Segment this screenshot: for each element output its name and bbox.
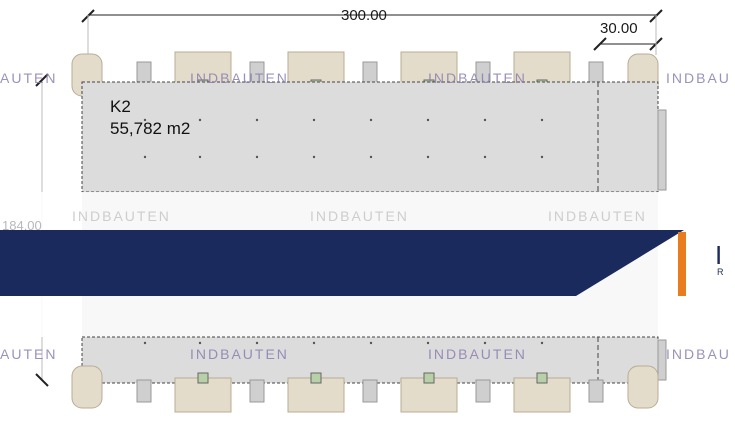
watermark-fragment: INDBAU [666, 70, 731, 86]
watermark-fragment: AUTEN [0, 346, 58, 362]
watermark-fragment: AUTEN [0, 70, 58, 86]
navy-banner [0, 230, 686, 296]
warehouse-hall-lower [81, 336, 659, 384]
watermark: INDBAUTEN [428, 346, 527, 362]
watermark-faded: INDBAUTEN [548, 208, 647, 224]
watermark-fragment: INDBAU [666, 346, 731, 362]
navy-banner-shape [0, 230, 684, 296]
dimension-total-length: 300.00 [341, 7, 387, 24]
column-grid-upper [143, 118, 544, 159]
loading-docks-bottom [136, 379, 604, 403]
column-grid-lower [143, 341, 544, 345]
unit-label: K2 55,782 m2 [110, 96, 190, 140]
watermark: INDBAUTEN [190, 70, 289, 86]
warehouse-hall-upper [81, 81, 659, 193]
banner-brand-initial: I [715, 240, 725, 270]
watermark-faded: INDBAUTEN [72, 208, 171, 224]
side-dock-right-lower [657, 339, 667, 381]
stair-cores-bottom [71, 365, 659, 413]
unit-area: 55,782 m2 [110, 119, 191, 138]
dimension-bay-width: 30.00 [600, 20, 638, 37]
orange-accent-bar [678, 232, 686, 296]
dimension-depth: 184.00 [2, 218, 42, 233]
dimension-line-top [81, 9, 663, 55]
unit-name: K2 [110, 97, 131, 116]
watermark: INDBAUTEN [190, 346, 289, 362]
side-dock-right-upper [657, 109, 667, 191]
watermark: INDBAUTEN [428, 70, 527, 86]
watermark-faded: INDBAUTEN [310, 208, 409, 224]
banner-brand-subtitle: R [717, 267, 724, 277]
